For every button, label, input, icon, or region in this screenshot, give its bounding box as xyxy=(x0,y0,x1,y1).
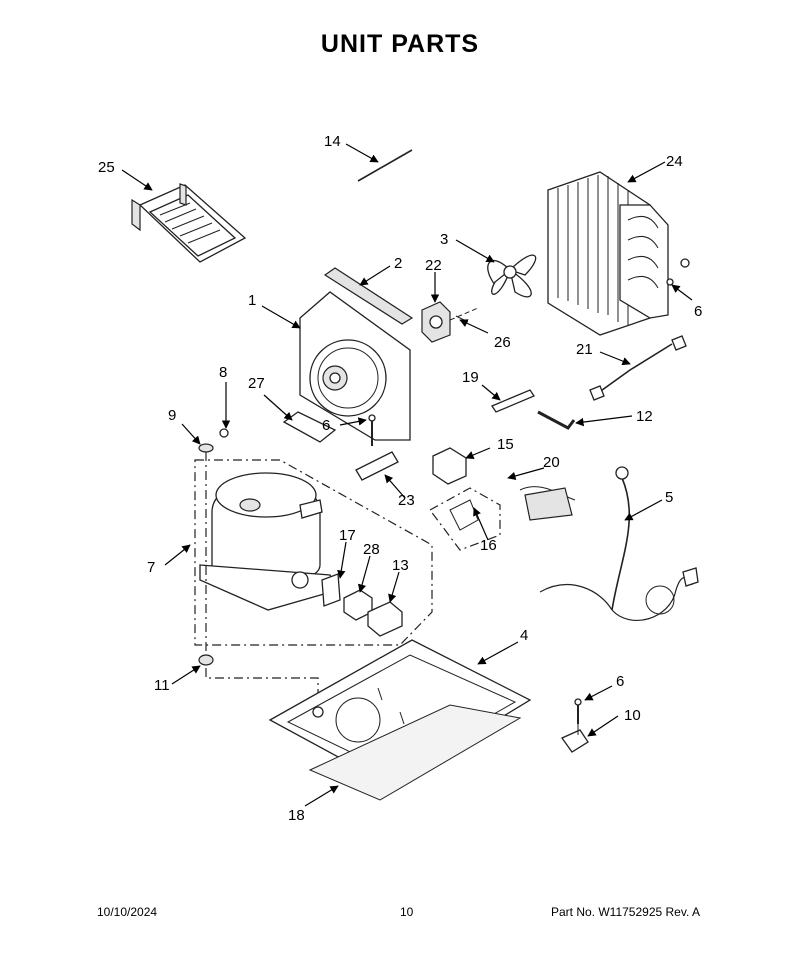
part-relay xyxy=(432,447,467,485)
callout-label: 16 xyxy=(480,537,497,554)
part-overload xyxy=(321,573,341,607)
part-compressor xyxy=(199,472,339,611)
callout-label: 17 xyxy=(339,527,356,544)
part-block xyxy=(491,389,535,413)
part-cord-harness xyxy=(589,335,687,401)
page-title: UNIT PARTS xyxy=(320,30,480,58)
callout-label: 28 xyxy=(363,541,380,558)
part-fan-motor xyxy=(421,301,479,343)
callout-label: 4 xyxy=(520,627,528,644)
part-base-plate xyxy=(268,639,532,786)
callout-label: 24 xyxy=(666,153,683,170)
part-grommet-bottom xyxy=(198,654,214,666)
callout-label: 23 xyxy=(398,492,415,509)
callout-label: 6 xyxy=(616,673,624,690)
callout-label: 21 xyxy=(576,341,593,358)
callout-label: 26 xyxy=(494,334,511,351)
callout-label: 2 xyxy=(394,255,402,272)
part-condenser xyxy=(547,171,690,336)
callout-label: 13 xyxy=(392,557,409,574)
callout-label: 15 xyxy=(497,436,514,453)
callout-label: 6 xyxy=(694,303,702,320)
callout-label: 20 xyxy=(543,454,560,471)
callout-label: 5 xyxy=(665,489,673,506)
part-wire-tie xyxy=(357,149,413,182)
callout-label: 10 xyxy=(624,707,641,724)
part-gasket-strip xyxy=(323,267,414,325)
callout-label: 11 xyxy=(154,677,170,694)
callout-label: 7 xyxy=(147,559,155,576)
part-washer xyxy=(219,428,229,438)
part-wiring xyxy=(519,486,576,521)
callout-label: 1 xyxy=(248,292,256,309)
part-wire-harness xyxy=(539,466,699,621)
part-grommet-top xyxy=(198,443,214,453)
part-leveling-foot xyxy=(561,724,589,753)
part-fan-shroud xyxy=(299,291,411,441)
part-pad xyxy=(282,411,337,443)
callout-label: 25 xyxy=(98,159,115,176)
callout-label: 9 xyxy=(168,407,176,424)
callout-labels: 25 14 24 3 22 2 1 6 26 21 8 27 19 12 9 6… xyxy=(98,133,702,824)
footer-date: 10/10/2024 xyxy=(97,905,158,919)
callout-label: 19 xyxy=(462,369,479,386)
part-drip-tray xyxy=(131,183,247,263)
part-bracket xyxy=(429,487,501,551)
callout-leaders xyxy=(121,143,693,807)
callout-label: 27 xyxy=(248,375,265,392)
callout-label: 12 xyxy=(636,408,653,425)
callout-label: 18 xyxy=(288,807,305,824)
callout-label: 3 xyxy=(440,231,448,248)
part-relay-cover xyxy=(367,601,403,637)
part-tube xyxy=(537,410,576,430)
part-capacitor-tube xyxy=(355,451,399,481)
footer-part-number: Part No. W11752925 Rev. A xyxy=(551,905,700,919)
part-insulation-pad xyxy=(308,704,522,801)
callout-label: 14 xyxy=(324,133,341,150)
part-fan-blade xyxy=(487,254,537,298)
compressor-assembly-outline xyxy=(194,459,433,646)
callout-label: 8 xyxy=(219,364,227,381)
callout-label: 6 xyxy=(322,417,330,434)
part-screws xyxy=(368,414,582,724)
footer-page-number: 10 xyxy=(400,905,414,919)
callout-label: 22 xyxy=(425,257,442,274)
